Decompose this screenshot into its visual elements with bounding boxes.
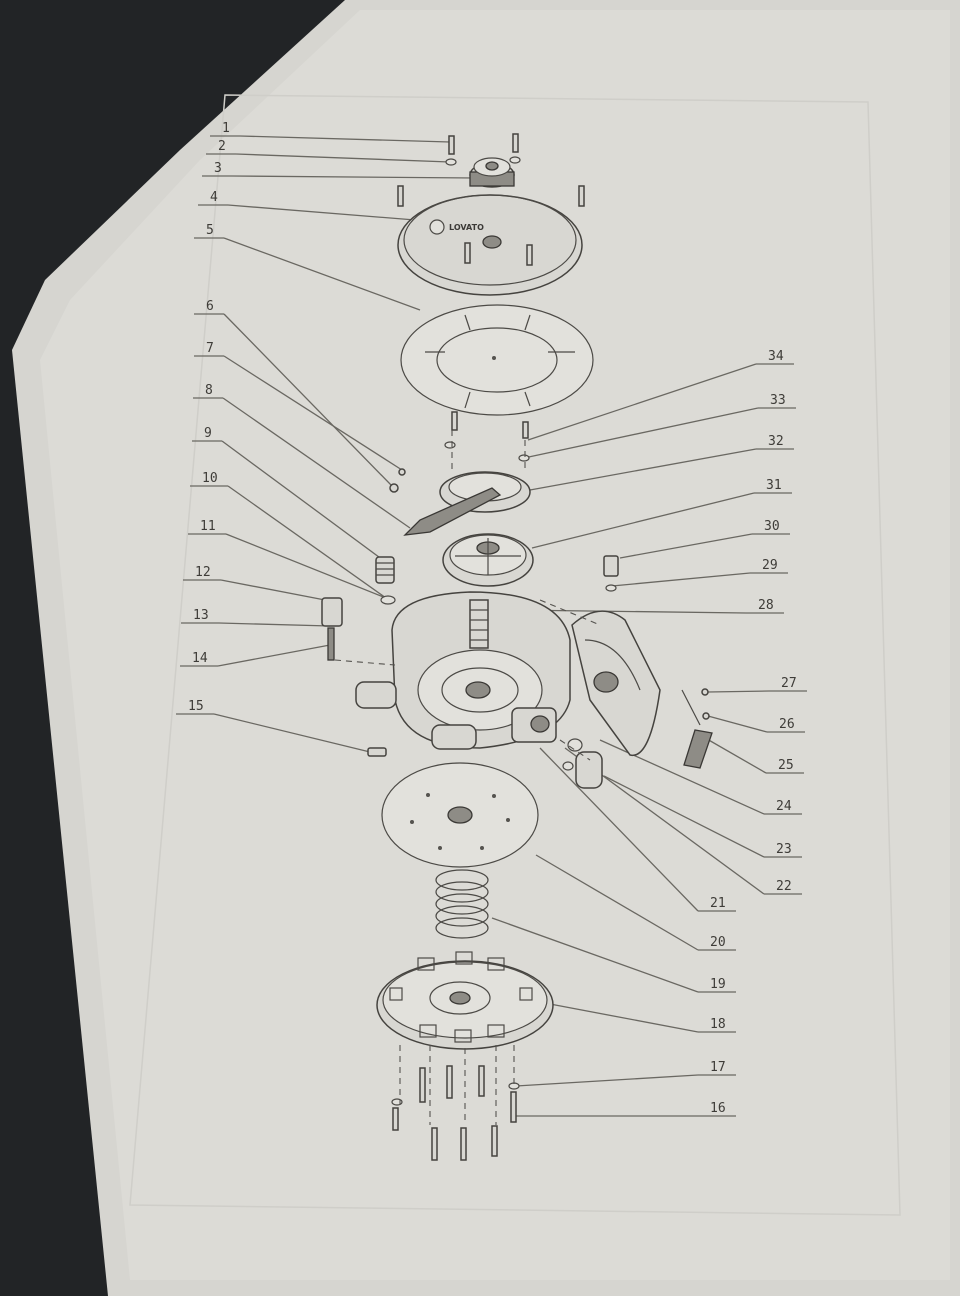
upper-diaphragm — [400, 304, 594, 416]
callout-21: 21 — [710, 896, 726, 911]
leader-line-13 — [218, 622, 331, 627]
callout-25: 25 — [778, 758, 794, 773]
leader-line-17 — [515, 1074, 699, 1087]
leader-line-12 — [220, 579, 326, 601]
print-area-border — [129, 94, 901, 1216]
callout-28: 28 — [758, 598, 774, 613]
leader-line-7 — [223, 355, 403, 471]
top-screws — [445, 133, 521, 166]
main-spring — [435, 869, 489, 939]
callout-10: 10 — [202, 471, 218, 486]
callout-1: 1 — [222, 121, 230, 136]
callout-4: 4 — [210, 190, 218, 205]
leader-line-33 — [523, 407, 759, 459]
callout-23: 23 — [776, 842, 792, 857]
leader-line-34 — [527, 363, 757, 441]
cover-logo-stamp: LOVATO — [449, 223, 484, 232]
side-water-cover — [571, 555, 713, 769]
leader-line-1 — [239, 135, 451, 143]
leader-line-9 — [221, 440, 384, 561]
lower-diaphragm — [381, 762, 539, 868]
callout-19: 19 — [710, 977, 726, 992]
leader-line-31 — [531, 492, 755, 549]
leader-line-4 — [227, 204, 441, 223]
callout-11: 11 — [200, 519, 216, 534]
leader-line-11 — [225, 533, 387, 599]
callout-13: 13 — [193, 608, 209, 623]
callout-3: 3 — [214, 161, 222, 176]
callout-15: 15 — [188, 699, 204, 714]
callout-2: 2 — [218, 139, 226, 154]
leader-line-3 — [231, 175, 477, 179]
leader-line-20 — [535, 854, 699, 951]
callout-30: 30 — [764, 519, 780, 534]
regulator-cover: LOVATO — [397, 185, 585, 296]
callout-14: 14 — [192, 651, 208, 666]
callout-26: 26 — [779, 717, 795, 732]
callout-5: 5 — [206, 223, 214, 238]
leader-line-25 — [699, 734, 767, 774]
leader-line-10 — [227, 485, 387, 599]
assembly-axis-lines — [334, 430, 601, 1125]
leader-line-15 — [213, 713, 371, 753]
leader-line-18 — [549, 1003, 699, 1033]
outlet-fittings — [367, 738, 603, 789]
callout-34: 34 — [768, 349, 784, 364]
leader-line-14 — [217, 644, 331, 667]
callout-32: 32 — [768, 434, 784, 449]
leader-line-29 — [611, 572, 751, 587]
bottom-screws — [391, 1065, 520, 1161]
leader-line-19 — [491, 917, 699, 993]
leader-line-30 — [619, 533, 753, 559]
leader-line-32 — [529, 448, 757, 491]
leader-line-5 — [223, 237, 421, 311]
callout-27: 27 — [781, 676, 797, 691]
callout-9: 9 — [204, 426, 212, 441]
bottom-cover — [376, 951, 554, 1050]
leader-line-2 — [235, 153, 451, 163]
leader-line-21 — [539, 747, 699, 912]
callout-24: 24 — [776, 799, 792, 814]
inlet-spring-and-plug — [321, 556, 396, 661]
callout-29: 29 — [762, 558, 778, 573]
callout-6: 6 — [206, 299, 214, 314]
callout-8: 8 — [205, 383, 213, 398]
leader-line-27 — [707, 690, 770, 693]
leader-line-26 — [707, 715, 768, 733]
callout-33: 33 — [770, 393, 786, 408]
callout-7: 7 — [206, 341, 214, 356]
regulator-body — [355, 591, 571, 750]
adjuster-cap — [469, 157, 515, 188]
callout-17: 17 — [710, 1060, 726, 1075]
leader-line-23 — [603, 775, 765, 858]
valve-seat-disk — [442, 533, 534, 587]
callout-22: 22 — [776, 879, 792, 894]
callout-18: 18 — [710, 1017, 726, 1032]
leader-line-8 — [222, 397, 411, 529]
callout-12: 12 — [195, 565, 211, 580]
leader-line-6 — [223, 313, 393, 487]
callout-16: 16 — [710, 1101, 726, 1116]
callout-20: 20 — [710, 935, 726, 950]
callout-31: 31 — [766, 478, 782, 493]
